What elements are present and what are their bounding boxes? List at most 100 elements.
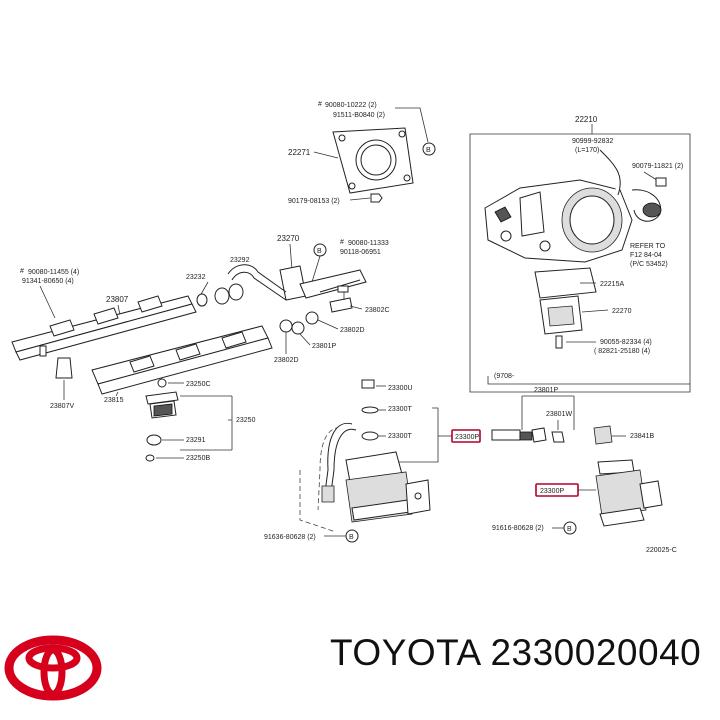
diagram-line-art — [311, 255, 321, 283]
diagram-line-art — [599, 149, 621, 196]
label-23300p-a: 23300P — [455, 434, 479, 441]
diagram-line-art — [321, 485, 335, 503]
callout-b-label: B — [426, 147, 431, 154]
diagram-line-art — [329, 297, 353, 313]
diagram-line-art — [305, 311, 319, 325]
diagram-line-art — [145, 454, 155, 462]
diagram-line-art — [329, 428, 357, 501]
toyota-logo — [4, 635, 102, 701]
diagram-line-art — [313, 151, 339, 159]
diagram-line-art — [289, 243, 293, 271]
label-9708: (9708- — [494, 373, 515, 380]
hash-mark: # — [318, 101, 322, 108]
regulator-group: 23300U 23300T 23300T 23300P 91636-80628 … — [264, 379, 481, 543]
label-l170: (L=170) — [575, 147, 599, 154]
diagram-line-art — [531, 427, 547, 443]
label-91636-80628: 91636-80628 (2) — [264, 534, 316, 541]
label-90079-11821: 90079-11821 (2) — [632, 163, 683, 170]
diagram-line-art — [129, 355, 155, 373]
diagram-line-art — [380, 407, 439, 463]
label-23292: 23292 — [230, 257, 250, 264]
label-23801p-b: 23801P — [534, 387, 558, 394]
label-22210: 22210 — [575, 115, 598, 124]
diagram-line-art — [337, 285, 349, 293]
diagram-line-art — [361, 431, 379, 441]
diagram-line-art — [299, 470, 337, 533]
diagram-line-art — [569, 195, 615, 245]
label-90080-11455: 90080-11455 (4) — [28, 269, 79, 276]
diagram-line-art — [49, 319, 75, 337]
diagram-line-art — [317, 426, 349, 511]
diagram-line-art — [395, 107, 429, 143]
diagram-line-art — [221, 331, 247, 349]
vsv-group: (9708- 23801P 23801W 23841B 23300P 91616… — [487, 373, 690, 554]
label-91341-80650: 91341-80650 (4) — [22, 278, 74, 285]
diagram-line-art — [214, 287, 230, 305]
diagram-line-art — [299, 269, 367, 299]
label-23807: 23807 — [106, 295, 129, 304]
diagram-line-art — [494, 206, 512, 223]
diagram-line-art — [196, 293, 208, 307]
label-23841b: 23841B — [630, 433, 654, 440]
diagram-line-art — [299, 333, 311, 346]
diagram-line-art — [349, 305, 363, 310]
label-23802c: 23802C — [365, 307, 390, 314]
label-23801w: 23801W — [546, 411, 572, 418]
label-23815: 23815 — [104, 397, 124, 404]
diagram-line-art — [115, 391, 119, 397]
diagram-line-art — [551, 431, 565, 443]
label-pc: (P/C 53452) — [630, 261, 668, 268]
diagram-line-art — [469, 133, 691, 393]
diagram-line-art — [361, 406, 379, 414]
callout-b-label-4: B — [567, 526, 572, 533]
label-23250c: 23250C — [186, 381, 211, 388]
diagram-line-art — [231, 271, 287, 301]
label-23802d-b: 23802D — [274, 357, 299, 364]
exploded-parts-diagram: # 90080-10222 (2) 91511-B0840 (2) B 2227… — [11, 101, 691, 554]
diagram-line-art — [581, 309, 609, 313]
diagram-line-art — [39, 345, 47, 357]
diagram-line-art — [345, 529, 359, 543]
diagram-line-art — [153, 403, 173, 417]
label-90179-08153: 90179-08153 (2) — [288, 198, 340, 205]
label-23300t-b: 23300T — [388, 433, 412, 440]
diagram-line-art — [521, 395, 575, 430]
diagram-line-art — [500, 230, 512, 242]
injector-23807v — [55, 357, 73, 379]
label-23807v: 23807V — [50, 403, 74, 410]
diagram-line-art — [137, 295, 163, 313]
diagram-line-art — [563, 521, 577, 535]
hash-mark-2: # — [340, 239, 344, 246]
diagram-line-art — [655, 177, 667, 187]
label-90055-82334: 90055-82334 (4) — [600, 339, 652, 346]
diagram-line-art — [291, 321, 305, 335]
label-23802d-a: 23802D — [340, 327, 365, 334]
diagram-line-art — [639, 480, 663, 509]
label-90080-11333: 90080-11333 — [348, 240, 389, 247]
label-22215a: 22215A — [600, 281, 624, 288]
diagram-line-art — [228, 396, 233, 450]
label-22270: 22270 — [612, 308, 632, 315]
callout-b-label-2: B — [317, 248, 322, 255]
label-23801p: 23801P — [312, 343, 336, 350]
label-91616-80628: 91616-80628 (2) — [492, 525, 544, 532]
label-23300u: 23300U — [388, 385, 413, 392]
diagram-line-art — [519, 191, 545, 237]
label-23250b: 23250B — [186, 455, 210, 462]
hash-mark-3: # — [20, 268, 24, 275]
diagram-line-art — [599, 507, 645, 527]
diagram-line-art — [398, 130, 406, 138]
label-90118-06951: 90118-06951 — [340, 249, 381, 256]
label-82821-25180: ( 82821-25180 (4) — [594, 348, 650, 355]
diagram-line-art — [279, 319, 293, 333]
diagram-line-art — [642, 202, 662, 218]
diagram-line-art — [555, 335, 563, 349]
fuel-rail-23807 — [11, 295, 193, 353]
diagram-line-art — [97, 337, 273, 395]
delivery-pipe-group: 23270 B # 90080-11333 90118-06951 23232 … — [11, 234, 390, 410]
diagram-line-art — [40, 646, 66, 698]
throttle-body-group: 22210 90999-92832 (L=170) 90079-11821 (2… — [469, 115, 691, 393]
diagram-line-art — [360, 144, 392, 176]
brand-part-number: TOYOTA 2330020040 — [330, 632, 702, 673]
